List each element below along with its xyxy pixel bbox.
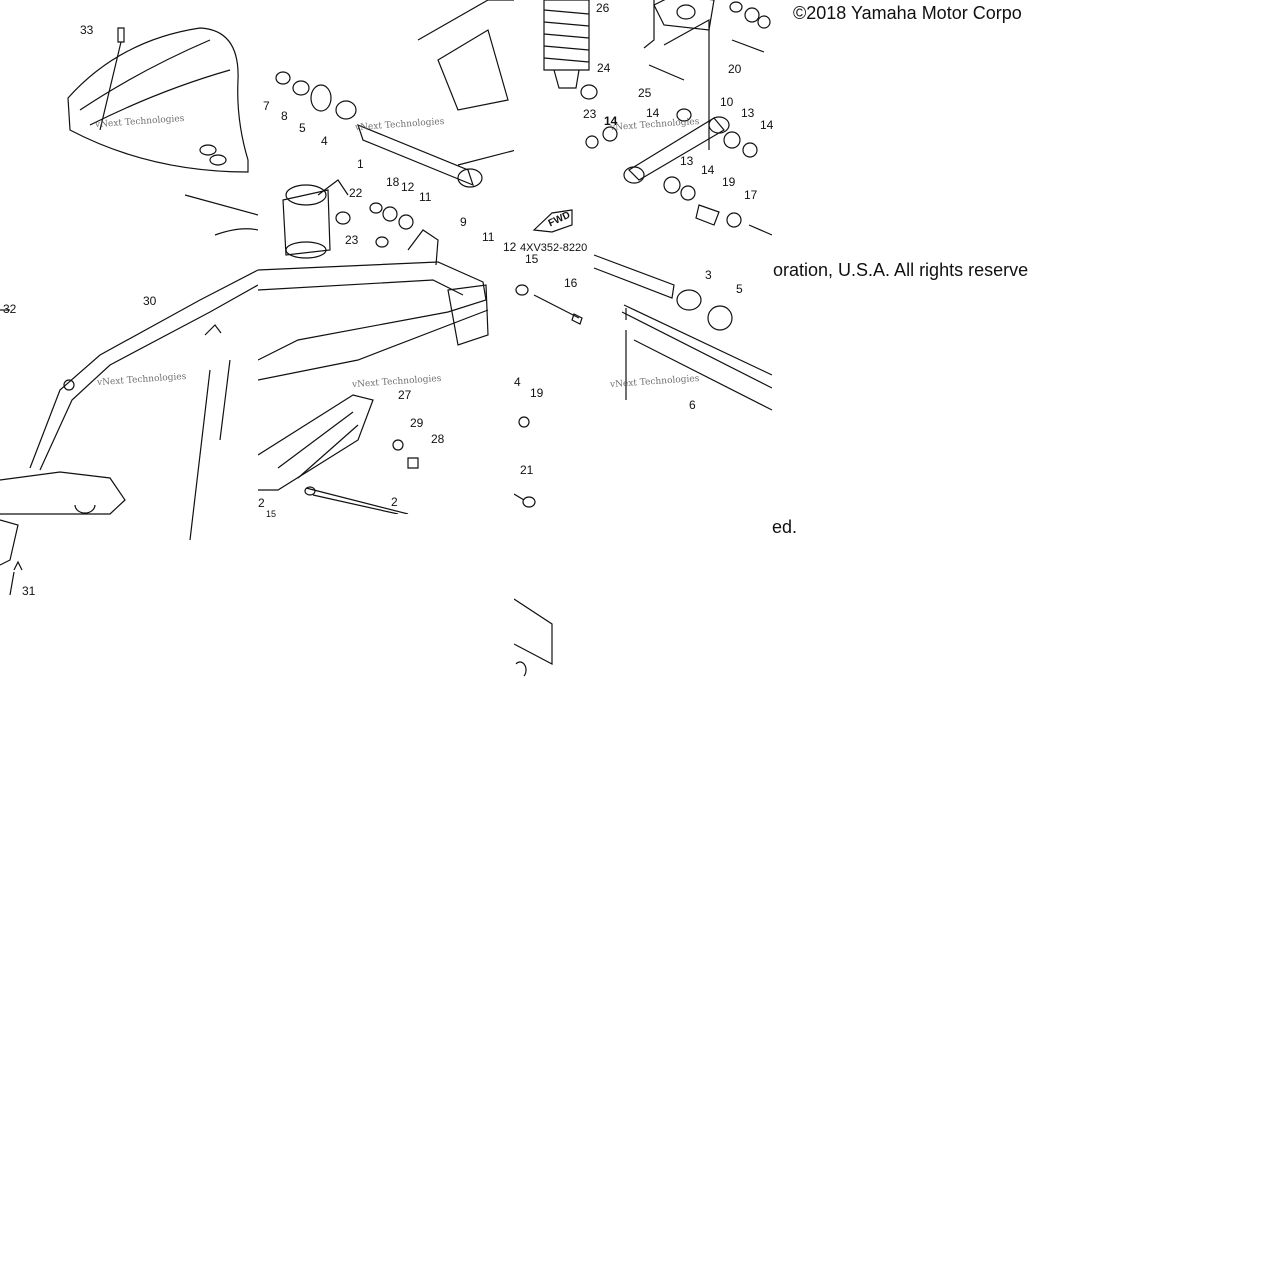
diagram-tile-center: [258, 0, 516, 514]
callout-label: 3: [705, 268, 712, 282]
callout-label: 1: [357, 157, 364, 171]
callout-label: 12: [401, 180, 415, 194]
callout-label: 16: [564, 276, 578, 290]
callout-label: 8: [281, 109, 288, 123]
callout-label: 29: [410, 416, 424, 430]
callout-label: 31: [22, 584, 36, 598]
callout-label: 7: [263, 99, 270, 113]
callout-label: 2: [391, 495, 398, 509]
callout-label: 22: [349, 186, 363, 200]
drawing-lower: [514, 598, 553, 677]
callout-label: 25: [638, 86, 652, 100]
callout-label: 11: [482, 230, 495, 244]
callout-label: 5: [736, 282, 743, 296]
drawing-right: [514, 0, 772, 508]
callout-label: 19: [530, 386, 544, 400]
callout-label: 5: [299, 121, 306, 135]
callout-label: 30: [143, 294, 157, 308]
callout-label: 23: [345, 233, 359, 247]
callout-label: 19: [722, 175, 736, 189]
callout-label: 14: [646, 106, 660, 120]
callout-label: 2: [258, 496, 265, 510]
part-code: 4XV352-8220: [520, 242, 588, 254]
copyright-line-3: ed.: [772, 517, 798, 537]
copyright-line-1: ©2018 Yamaha Motor Corpo: [793, 3, 1022, 23]
callout-label: 27: [398, 388, 412, 402]
callout-label: 33: [80, 23, 94, 37]
callout-label: 10: [720, 95, 734, 109]
callout-label: 21: [520, 463, 534, 477]
callout-label: 4: [321, 134, 328, 148]
callout-label: 9: [460, 215, 467, 229]
callout-label: 32: [3, 302, 17, 316]
callout-label: 13: [680, 154, 694, 168]
callout-label: 17: [744, 188, 758, 202]
callout-label: 14: [701, 163, 715, 177]
callout-label: 15: [266, 509, 277, 519]
callout-label: 13: [741, 106, 755, 120]
callout-label: 15: [525, 252, 539, 266]
callout-label: 18: [386, 175, 400, 189]
diagram-tile-right: [514, 0, 772, 514]
copyright-line-2: oration, U.S.A. All rights reserve: [773, 260, 1029, 280]
callout-label: 20: [728, 62, 742, 76]
callout-label: 14: [604, 114, 618, 128]
callout-label: 14: [760, 118, 774, 132]
callout-label: 28: [431, 432, 445, 446]
callout-label: 12: [503, 240, 517, 254]
diagram-tile-left: [0, 0, 258, 610]
drawing-left: [0, 27, 258, 596]
callout-label: 4: [514, 375, 521, 389]
drawing-center: [258, 0, 516, 514]
callout-label: 26: [596, 1, 610, 15]
callout-label: 23: [583, 107, 597, 121]
callout-label: 11: [419, 190, 432, 204]
callout-label: 24: [597, 61, 611, 75]
diagram-tile-lower: [514, 514, 564, 694]
callout-label: 6: [689, 398, 696, 412]
